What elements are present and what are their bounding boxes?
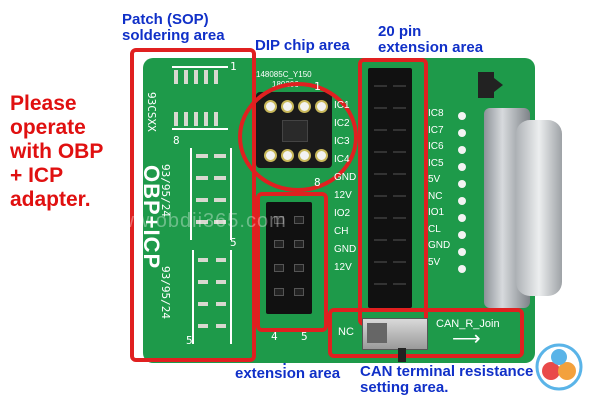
right-pin-label: IC8 [428, 108, 444, 119]
dip-area-highlight [238, 82, 358, 192]
note-line: adapter. [10, 188, 91, 211]
board-code: 148085C_Y150 [256, 70, 312, 79]
can-callout-line2: setting area. [360, 379, 449, 396]
right-pin-label: 5V [428, 174, 441, 185]
switch-lever [398, 348, 406, 362]
sop-area-highlight [130, 48, 256, 362]
sop-pin-5-label: 5 [230, 236, 237, 249]
transistor-tab [494, 78, 503, 92]
mid-pin-label: IC3 [334, 136, 350, 147]
can-callout: CAN terminal resistance setting area. [360, 364, 533, 396]
patch-callout-line1: Patch (SOP) [122, 11, 209, 28]
sop-pin-8-label: 8 [173, 134, 180, 147]
dip-callout: DIP chip area [255, 37, 350, 54]
mid-pin-labels: IC1 IC2 IC3 IC4 GND 12V IO2 CH GND 12V [334, 100, 362, 280]
sop-footprint-93-95-24-a [190, 148, 232, 240]
mid-pin-label: IC2 [334, 118, 350, 129]
mid-pin-label: CH [334, 226, 349, 237]
mid-pin-label: 12V [334, 190, 352, 201]
sop-pin-5b-label: 5 [186, 334, 193, 347]
dip-pin-1-label: 1 [314, 80, 321, 93]
adapter-note: Please operate with OBP + ICP adapter. [10, 92, 103, 212]
note-line: Please [10, 92, 77, 115]
note-line: operate [10, 116, 86, 139]
right-pin-label: IC5 [428, 157, 444, 169]
right-pin-label: IC6 [428, 141, 444, 152]
right-pin-label: NC [428, 190, 443, 202]
sop-pin-1-label: 1 [230, 60, 237, 73]
ext8-pin-5-label: 5 [301, 330, 308, 343]
arrow-right-icon: ⟶ [452, 328, 481, 350]
mid-pin-label: IC4 [334, 154, 350, 165]
ext20-callout-line2: extension area [378, 39, 484, 56]
note-line: with OBP [10, 140, 104, 163]
mid-pin-label: GND [334, 172, 357, 183]
can-switch[interactable] [362, 318, 428, 350]
can-area-highlight [328, 308, 524, 358]
patch-callout-line2: soldering area [122, 27, 225, 44]
ext8-pin-4-label: 4 [271, 330, 278, 343]
dip-pin-8-label: 8 [314, 176, 321, 189]
chip-label-93csxx: 93CSXX [145, 92, 158, 132]
led-column [458, 112, 468, 282]
header-8pin [266, 202, 312, 314]
ext20-callout-line1: 20 pin [378, 23, 422, 40]
mid-pin-label: 12V [334, 262, 352, 273]
mid-pin-label: IO2 [334, 208, 351, 219]
chip-label-93-95-24-b: 93/95/24 [159, 266, 172, 319]
sop-footprint-93csxx [172, 66, 228, 132]
ext20-callout: 20 pin extension area [378, 24, 483, 56]
transistor [478, 72, 494, 98]
sop-footprint-93-95-24-b [192, 250, 232, 344]
right-pin-label: 5V [428, 256, 441, 268]
obdii365-logo [532, 340, 586, 394]
ext8-callout-line2: extension area [235, 365, 341, 382]
switch-left-label: NC [338, 326, 354, 338]
right-pin-label: CL [428, 223, 441, 235]
patch-callout: Patch (SOP) soldering area [122, 12, 225, 44]
header-20pin [368, 68, 412, 308]
right-pin-label: IC7 [428, 124, 444, 136]
switch-right-label: CAN_R_Join [436, 318, 500, 330]
db-connector-shell [516, 120, 562, 296]
can-callout-line1: CAN terminal resistance [360, 363, 534, 380]
mid-pin-label: IC1 [334, 100, 350, 111]
mid-pin-label: GND [334, 244, 357, 255]
watermark: www.obdii365.com [104, 210, 287, 232]
note-line: + ICP [10, 164, 64, 187]
right-pin-label: IO1 [428, 207, 445, 218]
right-pin-labels: IC8 IC7 IC6 IC5 5V NC IO1 CL GND 5V [428, 108, 458, 273]
right-pin-label: GND [428, 240, 451, 251]
ext8-highlight [256, 192, 328, 332]
